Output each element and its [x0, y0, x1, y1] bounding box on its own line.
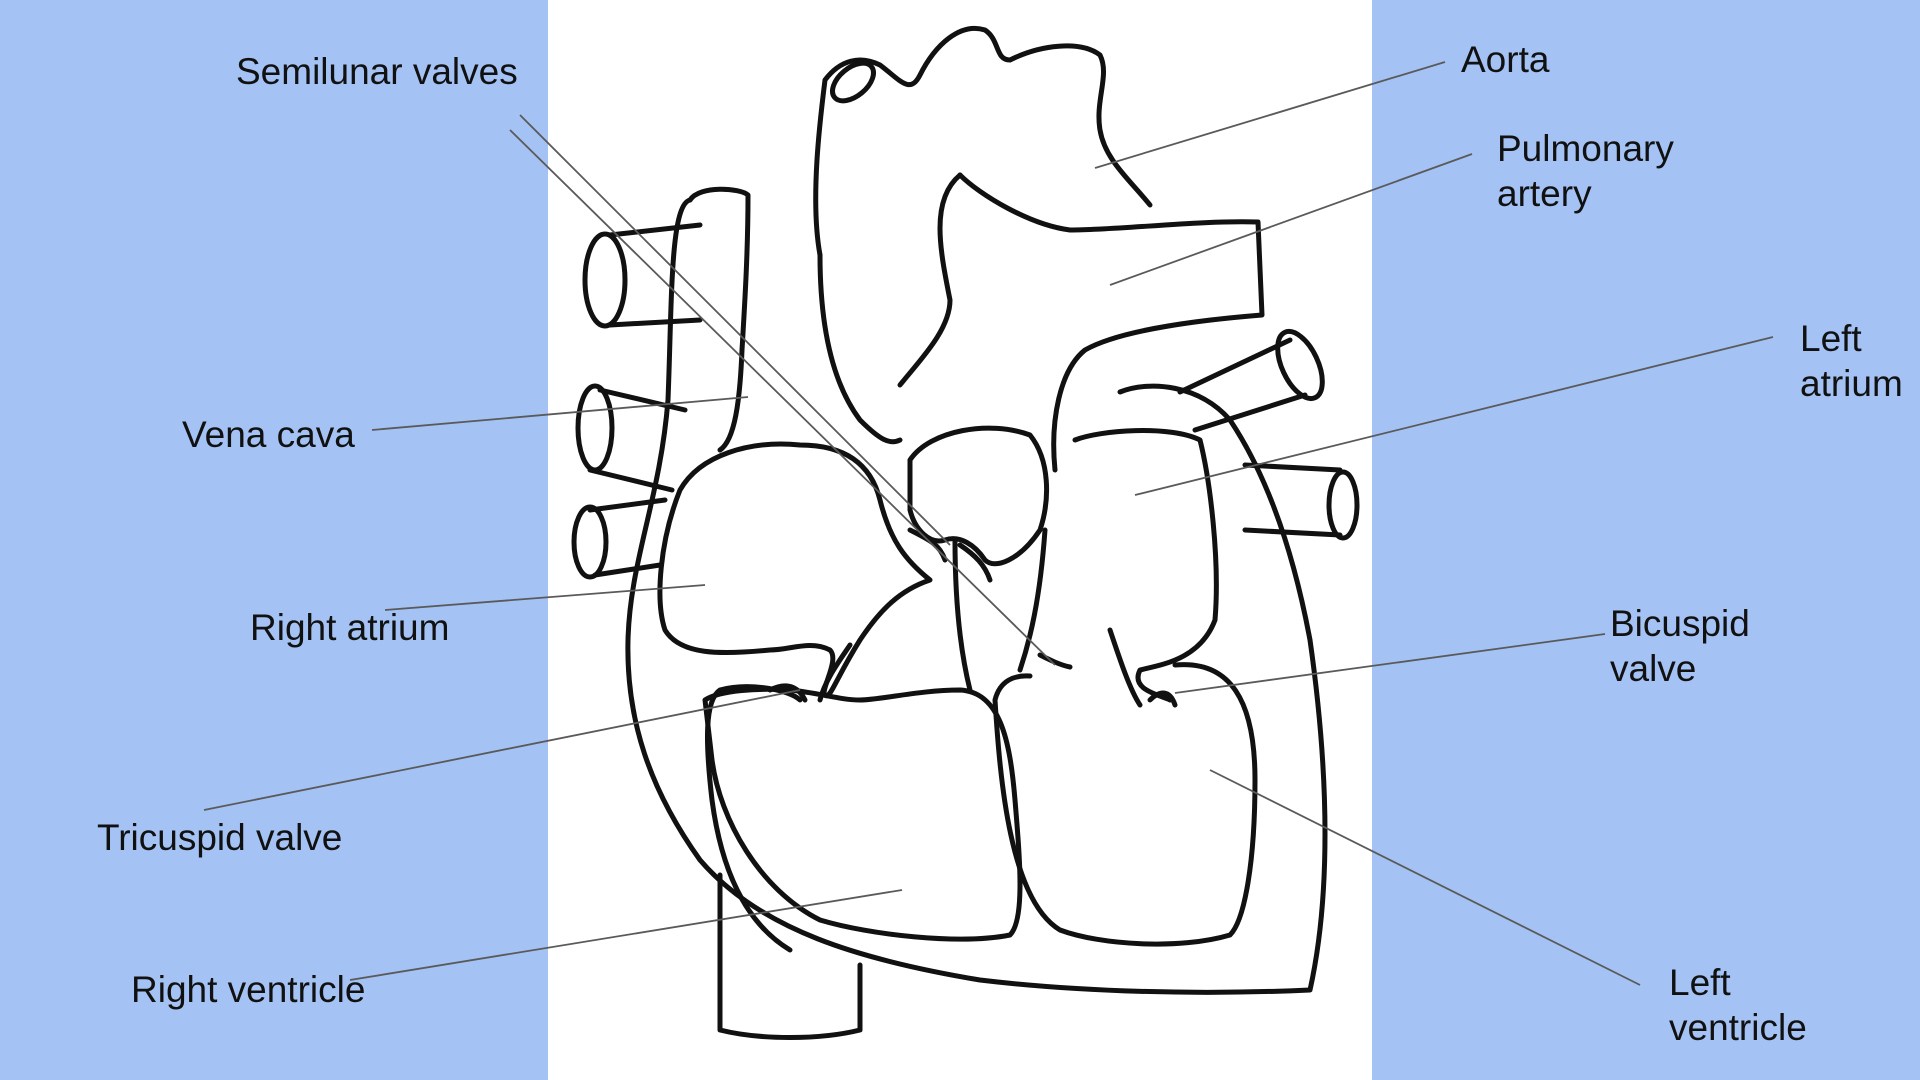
leader-pulmonary-artery: [1109, 153, 1473, 286]
right-ventricle-chamber: [702, 686, 1023, 942]
leader-right-ventricle: [349, 889, 903, 981]
label-semilunar-valves: Semilunar valves: [236, 51, 518, 92]
vena-cava-middle-tube: [587, 387, 688, 493]
label-pulmonary-artery: Pulmonary artery: [1497, 126, 1674, 216]
label-bicuspid-valve: Bicuspid valve: [1610, 601, 1750, 691]
leader-bicuspid-valve: [1174, 633, 1606, 694]
vena-cava-upper-tube: [607, 222, 703, 328]
label-left-atrium: Left atrium: [1800, 316, 1903, 406]
bicuspid-valve-flaps: [1107, 627, 1178, 708]
right-atrium-chamber: [657, 441, 933, 699]
leader-vena-cava: [371, 396, 749, 431]
vena-cava-lower-tube: [587, 497, 668, 578]
leader-left-ventricle: [1209, 769, 1641, 986]
label-pulmonary-artery-line-1: Pulmonary: [1497, 128, 1674, 169]
left-atrium-chamber: [1072, 428, 1219, 703]
left-ventricle-chamber: [992, 662, 1258, 947]
tricuspid-valve-flaps: [767, 642, 853, 703]
label-left-atrium-line-1: Left: [1800, 318, 1862, 359]
interventricular-septum: [952, 527, 1048, 693]
label-vena-cava: Vena cava: [182, 414, 355, 455]
leader-left-atrium: [1134, 336, 1774, 496]
leader-semilunar-2: [509, 129, 1056, 666]
inferior-vena-cava: [717, 872, 863, 1040]
semilunar-valve-flaps: [907, 527, 1073, 670]
label-pulmonary-artery-line-2: artery: [1497, 173, 1592, 214]
vena-cava-lower-opening: [571, 504, 609, 580]
aorta-vessel: [813, 26, 1153, 258]
vena-cava-upper-opening: [582, 231, 628, 329]
pulmonary-artery-vessel: [957, 172, 1265, 473]
leader-tricuspid-valve: [203, 689, 801, 811]
pulmonary-inner-wall: [897, 172, 963, 388]
label-tricuspid-valve: Tricuspid valve: [97, 817, 343, 858]
leader-aorta: [1094, 61, 1446, 169]
label-right-atrium: Right atrium: [250, 607, 450, 648]
label-left-ventricle-line-2: ventricle: [1669, 1007, 1807, 1048]
aorta-right-branch-wall: [817, 252, 903, 445]
label-left-ventricle: Left ventricle: [1669, 960, 1807, 1050]
vena-cava-vessel: [687, 186, 751, 453]
label-right-ventricle: Right ventricle: [131, 969, 366, 1010]
label-aorta: Aorta: [1461, 39, 1550, 80]
label-left-atrium-line-2: atrium: [1800, 363, 1903, 404]
leader-semilunar-1: [519, 114, 951, 546]
vena-cava-middle-opening: [575, 383, 615, 473]
label-bicuspid-valve-line-1: Bicuspid: [1610, 603, 1750, 644]
pulmonary-vein-upper-opening: [1275, 328, 1325, 402]
label-left-ventricle-line-1: Left: [1669, 962, 1731, 1003]
label-bicuspid-valve-line-2: valve: [1610, 648, 1697, 689]
pulmonary-vein-lower-opening: [1326, 469, 1360, 541]
leader-right-atrium: [384, 584, 706, 611]
pulmonary-vein-upper: [1177, 337, 1308, 433]
heart-outline: [625, 197, 1328, 995]
pulmonary-vein-lower: [1242, 462, 1343, 538]
aorta-branch-opening: [830, 60, 876, 104]
